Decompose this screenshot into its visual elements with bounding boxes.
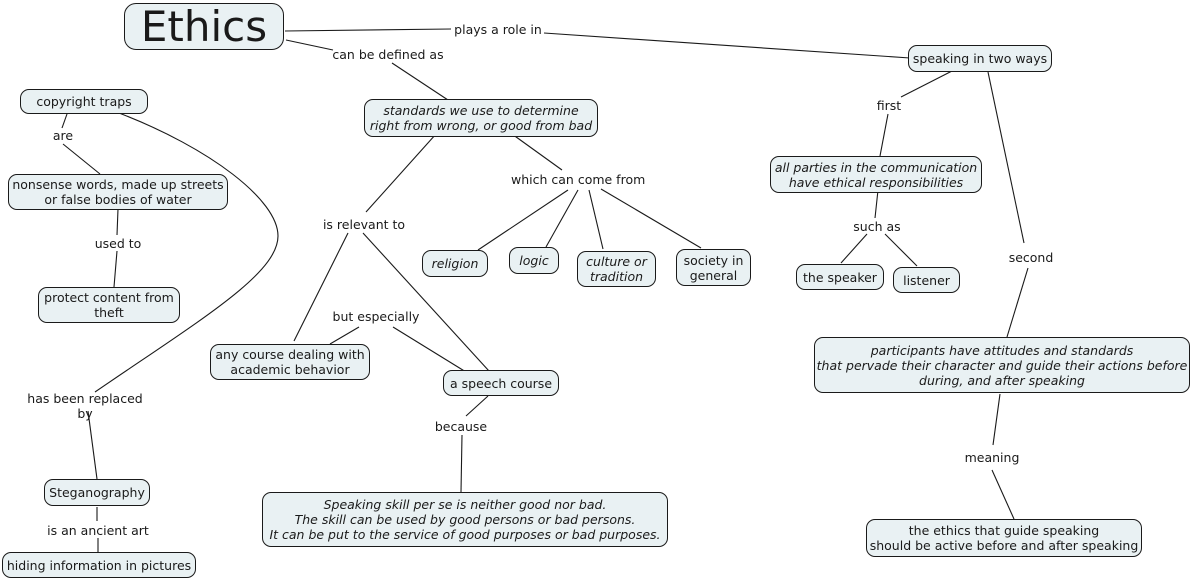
link-label-is-relevant-to: is relevant to: [322, 217, 406, 232]
edge-second-participants: [1006, 267, 1029, 338]
edge-standards-is-relevant-to: [365, 133, 437, 213]
edge-is-relevant-to-any-course: [293, 232, 349, 342]
link-label-used-to: used to: [94, 236, 142, 251]
edge-but-especially-speech-course: [392, 326, 467, 373]
node-any-course[interactable]: any course dealing with academic behavio…: [210, 344, 370, 380]
edge-first-all-parties: [879, 113, 889, 157]
node-society-in-general[interactable]: society in general: [676, 249, 751, 286]
edge-ethics-can-be-defined-as: [285, 39, 334, 51]
edge-speaking-second: [987, 71, 1025, 244]
node-all-parties[interactable]: all parties in the communication have et…: [770, 156, 982, 193]
link-label-because: because: [434, 419, 488, 434]
edge-which-come-from-religion: [477, 189, 569, 251]
edge-because-speaking-skill: [460, 434, 463, 493]
node-copyright-traps[interactable]: copyright traps: [20, 89, 148, 114]
edge-replaced-by-steganography: [87, 410, 98, 480]
node-protect-content[interactable]: protect content from theft: [38, 287, 180, 323]
link-label-such-as: such as: [853, 219, 901, 234]
edge-which-come-from-culture: [588, 189, 604, 250]
node-speaking-in-two-ways[interactable]: speaking in two ways: [908, 45, 1052, 72]
link-label-are: are: [52, 128, 74, 143]
node-religion[interactable]: religion: [422, 250, 488, 277]
node-participants[interactable]: participants have attitudes and standard…: [814, 337, 1190, 393]
edge-participants-meaning: [992, 393, 1001, 446]
node-steganography[interactable]: Steganography: [44, 479, 150, 506]
node-culture-or-tradition[interactable]: culture or tradition: [577, 251, 656, 287]
link-label-first: first: [876, 98, 902, 113]
node-speaking-skill[interactable]: Speaking skill per se is neither good no…: [262, 492, 668, 547]
link-label-meaning: meaning: [964, 450, 1020, 465]
node-nonsense-words[interactable]: nonsense words, made up streets or false…: [8, 174, 228, 210]
edge-all-parties-such-as: [874, 189, 879, 219]
link-label-can-be-defined-as: can be defined as: [332, 47, 444, 62]
edge-which-come-from-society: [600, 188, 702, 249]
node-standards[interactable]: standards we use to determine right from…: [364, 99, 598, 137]
node-logic[interactable]: logic: [509, 247, 559, 274]
edge-are-nonsense-words: [62, 143, 101, 175]
edge-plays-a-role-in-speaking: [543, 32, 911, 59]
node-hiding-information[interactable]: hiding information in pictures: [2, 552, 196, 578]
edge-can-be-defined-as-standards: [391, 62, 449, 101]
edge-which-come-from-logic: [545, 189, 579, 248]
link-label-but-especially: but especially: [332, 309, 420, 324]
edge-meaning-ethics-guide: [991, 469, 1015, 520]
node-a-speech-course[interactable]: a speech course: [443, 370, 559, 396]
link-label-has-been-replaced-by: has been replaced by: [27, 391, 143, 421]
edge-speech-course-because: [465, 395, 489, 417]
edge-ethics-plays-a-role-in: [284, 28, 452, 32]
node-ethics[interactable]: Ethics: [124, 3, 284, 50]
edge-such-as-listener: [884, 233, 918, 267]
node-ethics-that-guide-speaking[interactable]: the ethics that guide speaking should be…: [866, 519, 1142, 557]
node-listener[interactable]: listener: [893, 267, 960, 293]
link-label-plays-a-role-in: plays a role in: [454, 22, 542, 37]
link-label-which-can-come-from: which can come from: [511, 172, 646, 187]
link-label-is-an-ancient-art: is an ancient art: [47, 523, 149, 538]
node-the-speaker[interactable]: the speaker: [796, 264, 884, 290]
edge-but-especially-any-course: [329, 326, 360, 345]
edge-such-as-the-speaker: [840, 233, 868, 264]
edge-nonsense-words-used-to: [116, 208, 119, 236]
edge-speaking-first: [900, 70, 953, 98]
link-label-second: second: [1008, 250, 1054, 265]
edge-standards-which-can-come-from: [511, 133, 563, 171]
edge-copyright-traps-are: [61, 113, 68, 129]
edge-used-to-protect-content: [113, 250, 118, 288]
